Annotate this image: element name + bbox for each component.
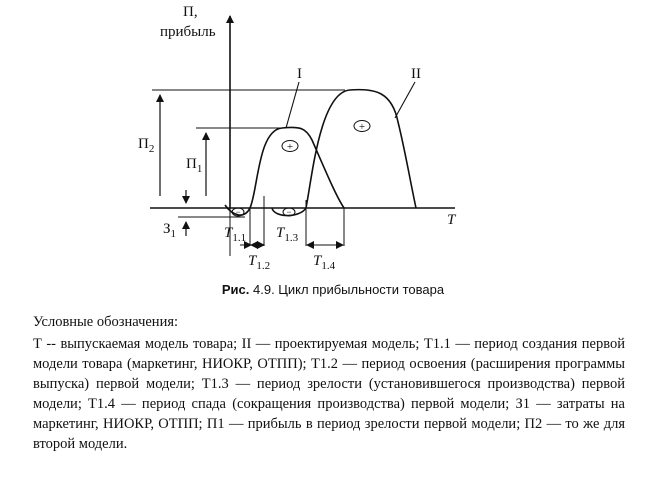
curve-2-label: II [411, 66, 421, 82]
curve-model-2 [271, 88, 417, 217]
p1-label: П1 [186, 156, 202, 175]
p2-label: П2 [138, 136, 154, 155]
t13-label: T1.3 [276, 225, 299, 244]
t12-label: T1.2 [248, 253, 270, 272]
minus-marker-curve-2: − [282, 207, 296, 217]
y-axis-label-2: прибыль [160, 24, 216, 40]
caption-prefix: Рис. [221, 282, 250, 297]
svg-text:−: − [235, 207, 240, 217]
t14-label: T1.4 [313, 253, 336, 272]
plus-marker-curve-2: + [353, 120, 371, 133]
caption-number: 4.9. [249, 282, 275, 297]
t11-label: T1.1 [224, 225, 246, 244]
profit-cycle-diagram: П, прибыль T I II П2 П1 З1 T1.1 T1.2 T1.… [138, 4, 457, 272]
svg-text:−: − [286, 207, 291, 217]
x-axis-label: T [447, 212, 457, 228]
svg-text:+: + [287, 141, 293, 153]
svg-text:+: + [359, 121, 365, 133]
z1-label: З1 [163, 221, 176, 240]
curve-1-label: I [297, 66, 302, 82]
legend-body: Т -- выпускаемая модель товара; II — про… [33, 336, 625, 452]
legend-title: Условные обозначения: [33, 314, 179, 330]
curve-2-pointer [394, 81, 416, 119]
curve-1-pointer [285, 81, 300, 129]
curve-model-1 [224, 126, 345, 216]
caption-text: Цикл прибыльности товара [274, 282, 445, 297]
minus-marker-curve-1: − [231, 207, 245, 217]
y-axis-label: П, [183, 4, 198, 20]
plus-marker-curve-1: + [281, 140, 299, 153]
figure-caption: Рис. 4.9. Цикл прибыльности товара [0, 282, 666, 297]
